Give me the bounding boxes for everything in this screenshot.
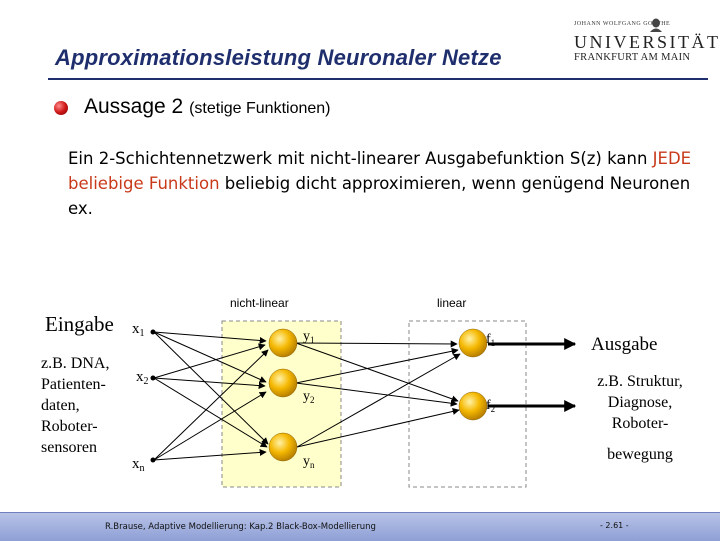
label-nonlinear: nicht-linear <box>230 296 289 310</box>
output-desc-line: z.B. Struktur, <box>597 373 683 390</box>
output-title: Ausgabe <box>591 334 657 355</box>
input-desc-line: sensoren <box>41 439 97 456</box>
edge <box>153 391 267 461</box>
input-node-x1 <box>150 329 156 335</box>
edge <box>295 347 459 384</box>
edge <box>295 342 459 403</box>
hidden-label-y1: y1 <box>303 329 315 345</box>
logo-top-line: JOHANN WOLFGANG GOETHE <box>574 21 671 27</box>
output-desc-line: Roboter- <box>612 415 669 432</box>
heading-main: Aussage 2 <box>84 95 184 118</box>
edge <box>153 331 267 383</box>
edge <box>153 343 266 379</box>
heading-sub: (stetige Funktionen) <box>189 100 331 117</box>
edge <box>153 349 269 461</box>
para-highlight: JEDE beliebige Funktion <box>68 149 692 193</box>
hidden-label-y2: y2 <box>303 389 315 405</box>
slide-title: Approximationsleistung Neuronaler Netze <box>55 45 502 70</box>
input-label-x1: x1 <box>132 321 145 339</box>
output-desc-line: Diagnose, <box>608 394 672 411</box>
output-desc-line: bewegung <box>607 446 673 463</box>
footer-citation: R.Brause, Adaptive Modellierung: Kap.2 B… <box>105 522 376 532</box>
hidden-label-yn: yn <box>303 454 315 470</box>
input-node-x2 <box>150 375 156 381</box>
edge <box>296 407 460 448</box>
edge <box>153 377 268 448</box>
university-logo: JOHANN WOLFGANG GOETHE UNIVERSITÄT FRANK… <box>572 18 718 73</box>
para-part2: beliebig dicht approximieren, wenn genüg… <box>68 174 691 218</box>
hidden-node-y2 <box>268 368 298 398</box>
output-description: z.B. Struktur, Diagnose, Roboter- bewegu… <box>597 373 683 463</box>
output-nodes <box>458 328 488 421</box>
output-node-f1 <box>458 328 488 358</box>
hidden-nodes <box>268 328 298 462</box>
edge <box>153 331 267 344</box>
goethe-bust-icon <box>650 18 662 32</box>
logo-university: UNIVERSITÄT <box>574 32 720 52</box>
input-title: Eingabe <box>45 312 114 336</box>
output-arrows <box>488 338 577 412</box>
input-nodes <box>150 329 156 463</box>
edge <box>153 448 267 461</box>
page-number: - 2.61 - <box>600 521 629 530</box>
edge <box>153 377 266 390</box>
output-label-f1: f1 <box>486 332 495 348</box>
edge <box>296 353 461 448</box>
input-description: z.B. DNA, Patienten- daten, Roboter- sen… <box>41 355 109 456</box>
input-desc-line: z.B. DNA, <box>41 355 109 372</box>
input-desc-line: daten, <box>41 397 80 414</box>
hidden-node-y1 <box>268 328 298 358</box>
input-node-xn <box>150 457 156 463</box>
label-linear: linear <box>437 296 466 310</box>
input-label-x2: x2 <box>136 369 149 387</box>
footer-bar: R.Brause, Adaptive Modellierung: Kap.2 B… <box>0 512 720 541</box>
input-desc-line: Patienten- <box>41 376 106 393</box>
output-node-f2 <box>458 391 488 421</box>
logo-city: FRANKFURT AM MAIN <box>574 52 691 63</box>
hidden-to-output-edges <box>295 340 461 448</box>
bullet-ball-icon <box>54 101 68 115</box>
edge <box>295 340 458 348</box>
output-label-f2: f2 <box>486 398 495 414</box>
statement-paragraph: Ein 2-Schichtennetzwerk mit nicht-linear… <box>68 146 698 221</box>
input-to-hidden-edges <box>153 331 269 461</box>
input-label-xn: xn <box>132 456 145 474</box>
title-rule <box>48 78 708 80</box>
edge <box>295 382 458 407</box>
input-desc-line: Roboter- <box>41 418 98 435</box>
hidden-node-yn <box>268 432 298 462</box>
edge <box>153 331 269 445</box>
statement-heading: Aussage 2 (stetige Funktionen) <box>84 95 331 119</box>
para-part1: Ein 2-Schichtennetzwerk mit nicht-linear… <box>68 149 653 168</box>
